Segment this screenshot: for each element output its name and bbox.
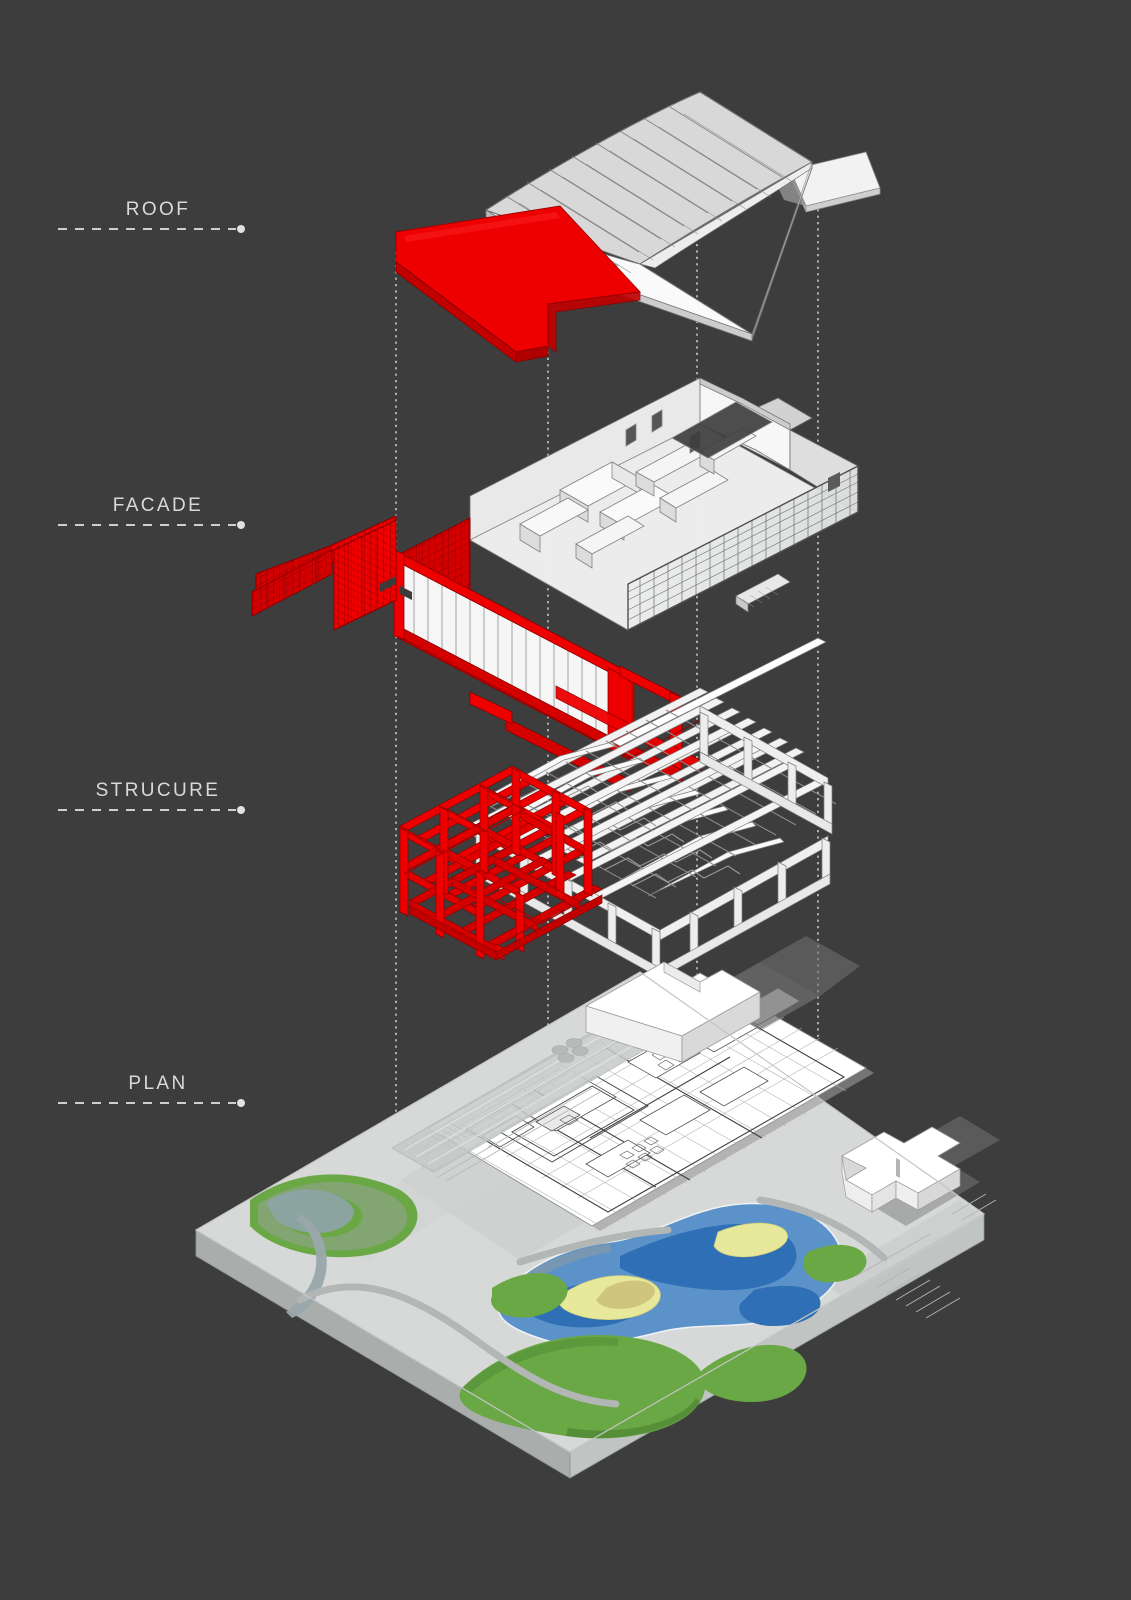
site-walkways — [296, 1196, 888, 1408]
facade-red-screen-wing — [251, 515, 397, 631]
neighbour-building-east — [841, 1116, 1000, 1226]
layer-roof — [395, 91, 881, 363]
facade-curtain-wall — [627, 464, 859, 632]
layer-structure — [399, 637, 837, 979]
site-vegetation — [459, 1244, 867, 1439]
site-plinth-outline — [194, 971, 986, 1453]
structure-red-frame — [399, 765, 603, 961]
layer-plan — [194, 936, 1000, 1479]
site-plaza-band — [391, 1016, 661, 1173]
facade-interior-partitions — [519, 401, 773, 569]
roof-red-canopy — [395, 205, 642, 363]
neighbour-building-north — [584, 936, 860, 1063]
